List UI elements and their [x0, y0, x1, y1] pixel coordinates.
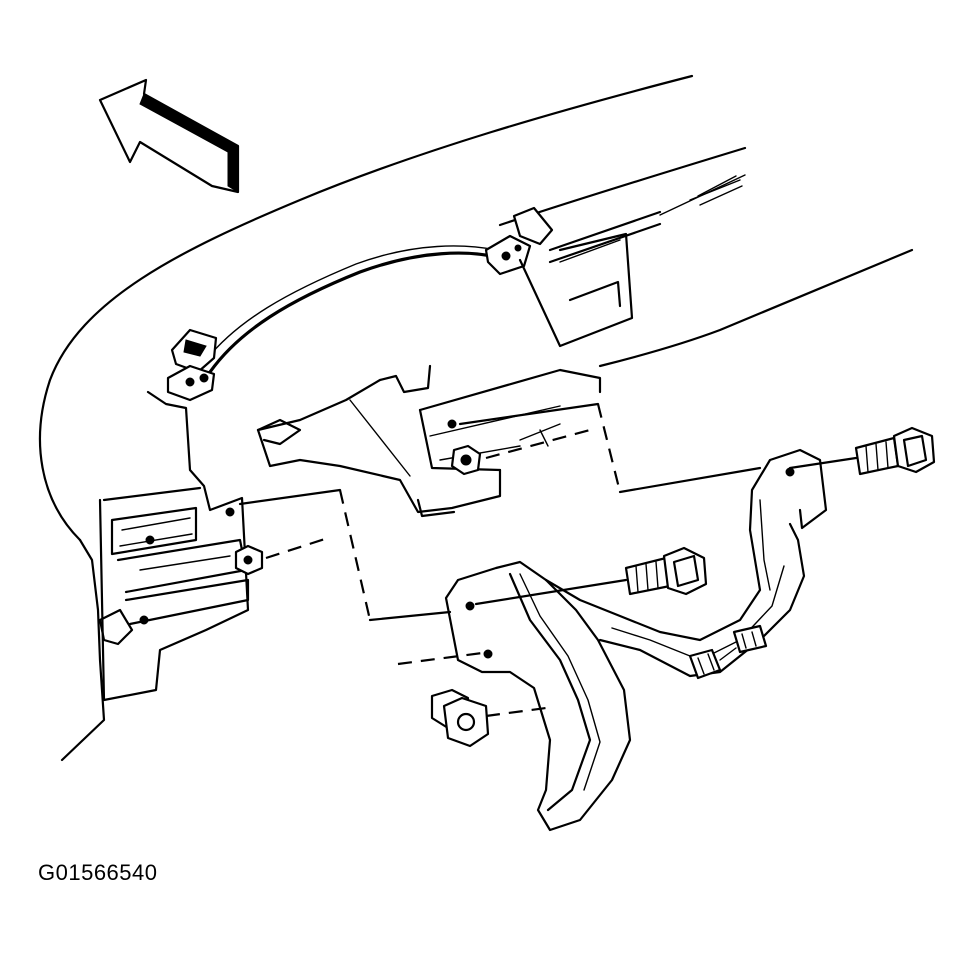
- upper-right-cable-clip: [484, 206, 554, 276]
- left-alignment-line: [265, 536, 329, 560]
- right-flange-bolt: [854, 426, 936, 476]
- center-nut: [450, 444, 482, 476]
- lower-knee-bracket: [444, 560, 632, 832]
- upper-left-cable-clip: [166, 328, 218, 402]
- wiring-connectors: [688, 624, 768, 680]
- cable-assembly: [205, 174, 746, 374]
- upper-right-mounting-bracket: [518, 232, 634, 348]
- dash-panel-outline: [38, 74, 914, 762]
- figure-id-label: G01566540: [38, 860, 158, 885]
- center-flange-bolt: [624, 546, 708, 596]
- direction-arrow-icon: [98, 78, 240, 194]
- lower-nut: [430, 688, 490, 748]
- left-stud-nut: [234, 544, 264, 576]
- assembly-guide-lines: [238, 402, 858, 718]
- left-support-bracket: [98, 390, 250, 702]
- center-alignment-line: [485, 428, 591, 460]
